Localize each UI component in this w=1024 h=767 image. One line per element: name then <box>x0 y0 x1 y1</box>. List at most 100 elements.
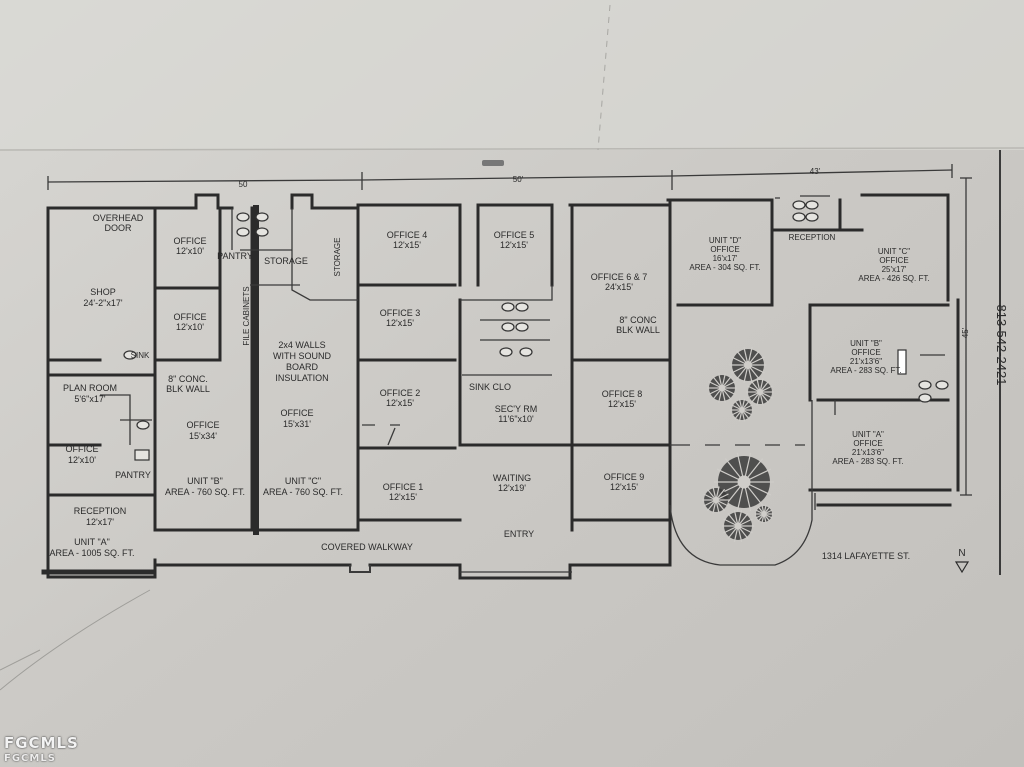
walls-note-label: INSULATION <box>275 373 328 383</box>
plan-line <box>775 195 830 199</box>
plan-line <box>387 427 396 446</box>
plumbing-fixture <box>805 200 819 210</box>
waiting-label: WAITING <box>493 473 531 483</box>
plumbing-fixture <box>501 302 515 312</box>
plumbing-fixture <box>792 212 806 222</box>
office-1-label: 12'x15' <box>389 492 417 502</box>
unit-a-r-label: AREA - 283 SQ. FT. <box>832 457 903 466</box>
secy-rm-label: SEC'Y RM <box>495 404 538 414</box>
north-arrow-icon <box>954 561 970 574</box>
shrub <box>746 378 774 406</box>
tree <box>714 452 774 512</box>
office-67-label: 24'x15' <box>605 282 633 292</box>
office-3-label: 12'x15' <box>386 318 414 328</box>
dimension-label: 50 <box>239 180 248 189</box>
shrub <box>730 398 754 422</box>
street-address-label: 1314 LAFAYETTE ST. <box>822 551 910 561</box>
shrub-core <box>718 384 726 392</box>
plumbing-fixture <box>255 212 269 222</box>
plumbing-fixture <box>918 393 932 403</box>
shop-label: 24'-2"x17' <box>83 298 122 308</box>
plumbing-fixture <box>123 350 137 360</box>
sink-label: SINK <box>131 351 150 360</box>
office-9-label: OFFICE 9 <box>604 472 645 482</box>
unit-a-r-label: OFFICE <box>853 439 882 448</box>
office-b1-label: 12'x10' <box>176 246 204 256</box>
pantry-b-label: PANTRY <box>217 251 253 261</box>
unit-c-r-label: AREA - 426 SQ. FT. <box>858 274 929 283</box>
storage-2-label: STORAGE <box>333 238 342 277</box>
shrub <box>754 504 774 524</box>
phone-number-label: 813-542-2421 <box>994 305 1009 386</box>
plumbing-fixture <box>255 227 269 237</box>
shrub <box>729 346 767 384</box>
shrub-core <box>762 512 766 516</box>
plumbing-fixture <box>519 347 533 357</box>
conc-mid-label: 8" CONC <box>619 315 657 325</box>
office-b2-label: OFFICE <box>174 312 207 322</box>
shop-label: SHOP <box>90 287 116 297</box>
unit-a-label: AREA - 1005 SQ. FT. <box>49 548 134 558</box>
wall-segment <box>153 563 670 580</box>
walls-note-label: BOARD <box>286 362 319 372</box>
shrub-core <box>739 407 745 413</box>
plan-line <box>671 169 953 177</box>
unit-b-r-label: AREA - 283 SQ. FT. <box>830 366 901 375</box>
plumbing-fixture <box>499 347 513 357</box>
sink-clo-label: SINK CLO <box>469 382 511 392</box>
whiteout-patch <box>897 349 907 375</box>
waiting-label: 12'x19' <box>498 483 526 493</box>
office-3-label: OFFICE 3 <box>380 308 421 318</box>
unit-b-label: UNIT "B" <box>187 476 223 486</box>
unit-a-label: UNIT "A" <box>74 537 110 547</box>
sink-fixture <box>134 449 150 461</box>
walls-note-label: WITH SOUND <box>273 351 331 361</box>
covered-walkway-label: COVERED WALKWAY <box>321 542 413 552</box>
pantry-a-label: PANTRY <box>115 470 151 480</box>
reception-r-label: RECEPTION <box>789 233 836 242</box>
top-paper-sheet <box>0 0 1024 150</box>
dimension-label: 45' <box>961 327 970 338</box>
unit-c-label: UNIT "C" <box>285 476 321 486</box>
plumbing-fixture <box>236 212 250 222</box>
plan-line <box>361 175 673 181</box>
conc-b-label: BLK WALL <box>166 384 210 394</box>
plan-line <box>478 285 553 301</box>
office-b1-label: OFFICE <box>174 236 207 246</box>
sheet-edge-line <box>0 147 1024 151</box>
ink-blot <box>482 160 504 166</box>
conc-b-label: 8" CONC. <box>168 374 208 384</box>
unit-b-label: AREA - 760 SQ. FT. <box>165 487 245 497</box>
plumbing-fixture <box>792 200 806 210</box>
plumbing-fixture <box>805 212 819 222</box>
north-label: N <box>958 548 965 559</box>
office-5-label: OFFICE 5 <box>494 230 535 240</box>
unit-c-r-label: 25'x17' <box>882 265 907 274</box>
shrub-core <box>757 389 763 395</box>
plan-line <box>291 208 358 301</box>
unit-d-label: OFFICE <box>710 245 739 254</box>
unit-b-r-label: OFFICE <box>851 348 880 357</box>
paper-crease <box>0 589 151 691</box>
storage-1-label: STORAGE <box>264 256 308 266</box>
plumbing-fixture <box>236 227 250 237</box>
secy-rm-label: 11'6"x10' <box>498 414 534 424</box>
shrub-core <box>734 522 742 530</box>
shrub <box>702 486 730 514</box>
watermark-small: FGCMLS <box>4 753 56 764</box>
overhead-door-label: OVERHEAD <box>93 213 144 223</box>
dimension-label: 43' <box>810 167 821 176</box>
office-8-label: OFFICE 8 <box>602 389 643 399</box>
unit-d-label: 16'x17' <box>713 254 738 263</box>
plumbing-fixture <box>515 322 529 332</box>
reception-a-label: 12'x17' <box>86 517 114 527</box>
office-b-label: OFFICE <box>187 420 220 430</box>
shrub-core <box>713 497 719 503</box>
office-a-label: OFFICE <box>66 444 99 454</box>
office-1-label: OFFICE 1 <box>383 482 424 492</box>
unit-c-r-label: UNIT "C" <box>878 247 910 256</box>
office-67-label: OFFICE 6 & 7 <box>591 272 648 282</box>
office-8-label: 12'x15' <box>608 399 636 409</box>
office-2-label: OFFICE 2 <box>380 388 421 398</box>
plumbing-fixture <box>515 302 529 312</box>
